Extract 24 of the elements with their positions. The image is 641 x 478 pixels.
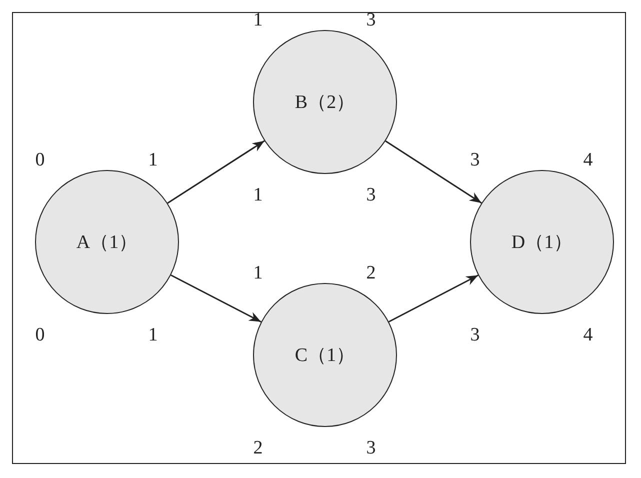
time-value: 1 <box>148 326 158 344</box>
time-value: 4 <box>583 326 593 344</box>
node-label: C（1） <box>294 344 356 368</box>
time-value: 1 <box>253 264 263 282</box>
time-value: 3 <box>366 438 376 458</box>
arrow <box>167 140 265 204</box>
time-value: 3 <box>366 10 376 30</box>
time-value: 4 <box>583 150 593 170</box>
node-label: D（1） <box>511 231 573 255</box>
time-value: 0 <box>35 326 45 344</box>
node-label: A（1） <box>76 231 138 255</box>
time-value: 3 <box>366 186 376 204</box>
time-value: 0 <box>35 150 45 170</box>
time-value: 1 <box>253 186 263 204</box>
arrow <box>170 274 262 323</box>
arrow <box>385 140 482 204</box>
time-value: 3 <box>470 326 480 344</box>
time-value: 3 <box>470 150 480 170</box>
arrow <box>388 274 478 322</box>
time-value: 1 <box>148 150 158 170</box>
time-value: 2 <box>366 264 376 282</box>
node-label: B（2） <box>294 91 356 115</box>
time-value: 1 <box>253 10 263 30</box>
time-value: 2 <box>253 438 263 458</box>
